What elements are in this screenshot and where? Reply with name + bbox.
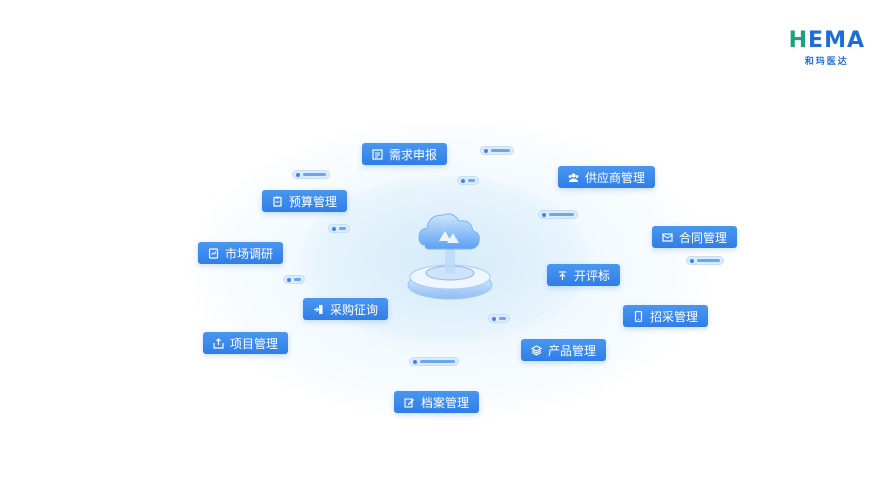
decor-pill <box>538 210 578 219</box>
module-label: 档案管理 <box>421 395 470 410</box>
module-product-management[interactable]: 产品管理 <box>521 339 607 361</box>
module-label: 采购征询 <box>330 302 379 317</box>
decor-pill <box>686 256 724 265</box>
module-contract-management[interactable]: 合同管理 <box>652 226 738 248</box>
module-budget-management[interactable]: 预算管理 <box>262 190 348 212</box>
layers-icon <box>531 344 542 356</box>
edit-icon <box>404 397 415 408</box>
decor-pill <box>409 357 459 366</box>
decor-pill <box>292 170 330 179</box>
module-archive-management[interactable]: 档案管理 <box>394 391 480 413</box>
export-icon <box>213 337 224 349</box>
module-label: 预算管理 <box>289 194 338 209</box>
phone-icon <box>633 310 644 322</box>
module-label: 市场调研 <box>225 246 274 261</box>
module-supplier-management[interactable]: 供应商管理 <box>558 166 656 188</box>
envelope-icon <box>662 232 673 243</box>
module-tender-management[interactable]: 招采管理 <box>623 305 709 327</box>
decor-pill <box>480 146 514 155</box>
decor-pill <box>488 314 510 323</box>
decor-pill <box>457 176 479 185</box>
people-icon <box>568 172 579 183</box>
logo-mark: HEMA <box>788 28 865 53</box>
upload-icon <box>557 270 568 281</box>
decor-pill <box>283 275 305 284</box>
module-label: 需求申报 <box>389 147 438 162</box>
decor-pill <box>328 224 350 233</box>
exit-icon <box>313 304 324 315</box>
module-procurement-inquiry[interactable]: 采购征询 <box>303 298 389 320</box>
clipboard-icon <box>272 196 283 207</box>
cloud-platform-illustration <box>405 197 495 307</box>
module-label: 开评标 <box>574 268 611 283</box>
report-icon <box>208 247 219 259</box>
module-bid-evaluation[interactable]: 开评标 <box>547 264 621 286</box>
module-market-research[interactable]: 市场调研 <box>198 242 284 264</box>
cloud-icon <box>407 213 493 300</box>
logo-subtitle: 和玛医达 <box>804 57 849 67</box>
module-label: 供应商管理 <box>585 170 646 185</box>
module-label: 产品管理 <box>548 343 597 358</box>
module-label: 招采管理 <box>650 309 699 324</box>
module-label: 合同管理 <box>679 230 728 245</box>
module-label: 项目管理 <box>230 336 279 351</box>
module-demand-report[interactable]: 需求申报 <box>362 143 448 165</box>
module-project-management[interactable]: 项目管理 <box>203 332 289 354</box>
form-icon <box>372 148 383 160</box>
hema-logo: HEMA 和玛医达 <box>788 28 865 68</box>
